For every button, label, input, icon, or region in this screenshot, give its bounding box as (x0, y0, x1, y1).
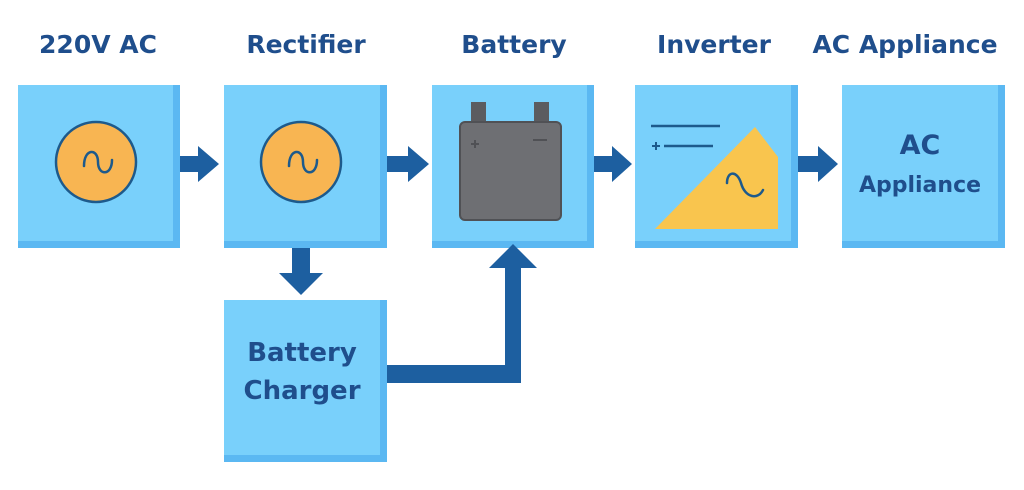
title-battery: Battery (461, 30, 567, 59)
box-ac-appliance: AC Appliance (842, 85, 1005, 248)
ac-appliance-label-line1: AC (899, 130, 941, 161)
battery-charger-label-line1: Battery (247, 338, 357, 368)
ac-sine-circle-icon (259, 120, 343, 204)
title-inverter: Inverter (657, 30, 771, 59)
title-220v-ac: 220V AC (39, 30, 157, 59)
title-ac-appliance: AC Appliance (812, 30, 998, 59)
ac-sine-circle-icon (54, 120, 138, 204)
arrow-rectifier-to-charger (279, 248, 323, 295)
arrow-rectifier-to-battery (387, 146, 429, 182)
box-battery-charger: Battery Charger (224, 300, 387, 462)
battery-icon (459, 102, 562, 221)
arrow-charger-to-battery (387, 244, 537, 383)
battery-charger-label-line2: Charger (243, 376, 361, 406)
title-rectifier: Rectifier (246, 30, 366, 59)
ac-appliance-label-line2: Appliance (858, 173, 982, 198)
dc-to-ac-inverter-icon (651, 124, 778, 229)
arrow-inverter-to-appliance (798, 146, 838, 182)
arrow-ac-to-rectifier (180, 146, 219, 182)
arrow-battery-to-inverter (594, 146, 632, 182)
